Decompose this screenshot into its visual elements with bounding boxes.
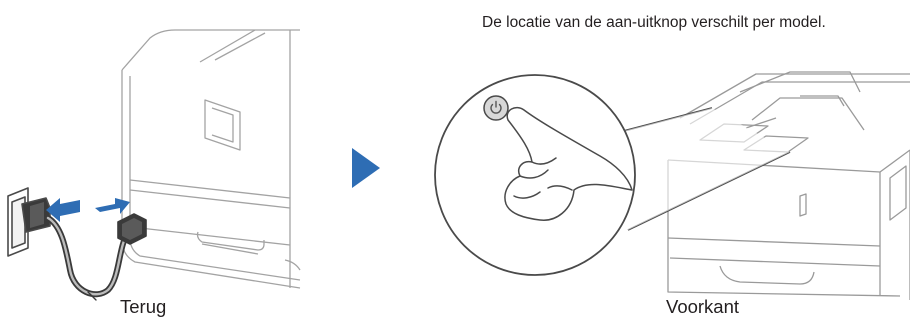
model-note: De locatie van de aan-uitknop verschilt … [482,14,910,32]
power-cord [48,218,128,300]
wall-outlet [8,188,50,256]
back-label: Terug [120,296,166,318]
plug-in-arrow-icon [95,198,130,214]
next-arrow-icon [352,148,380,188]
power-button [484,96,508,120]
printer-rear [122,30,300,288]
front-label: Voorkant [666,296,739,318]
